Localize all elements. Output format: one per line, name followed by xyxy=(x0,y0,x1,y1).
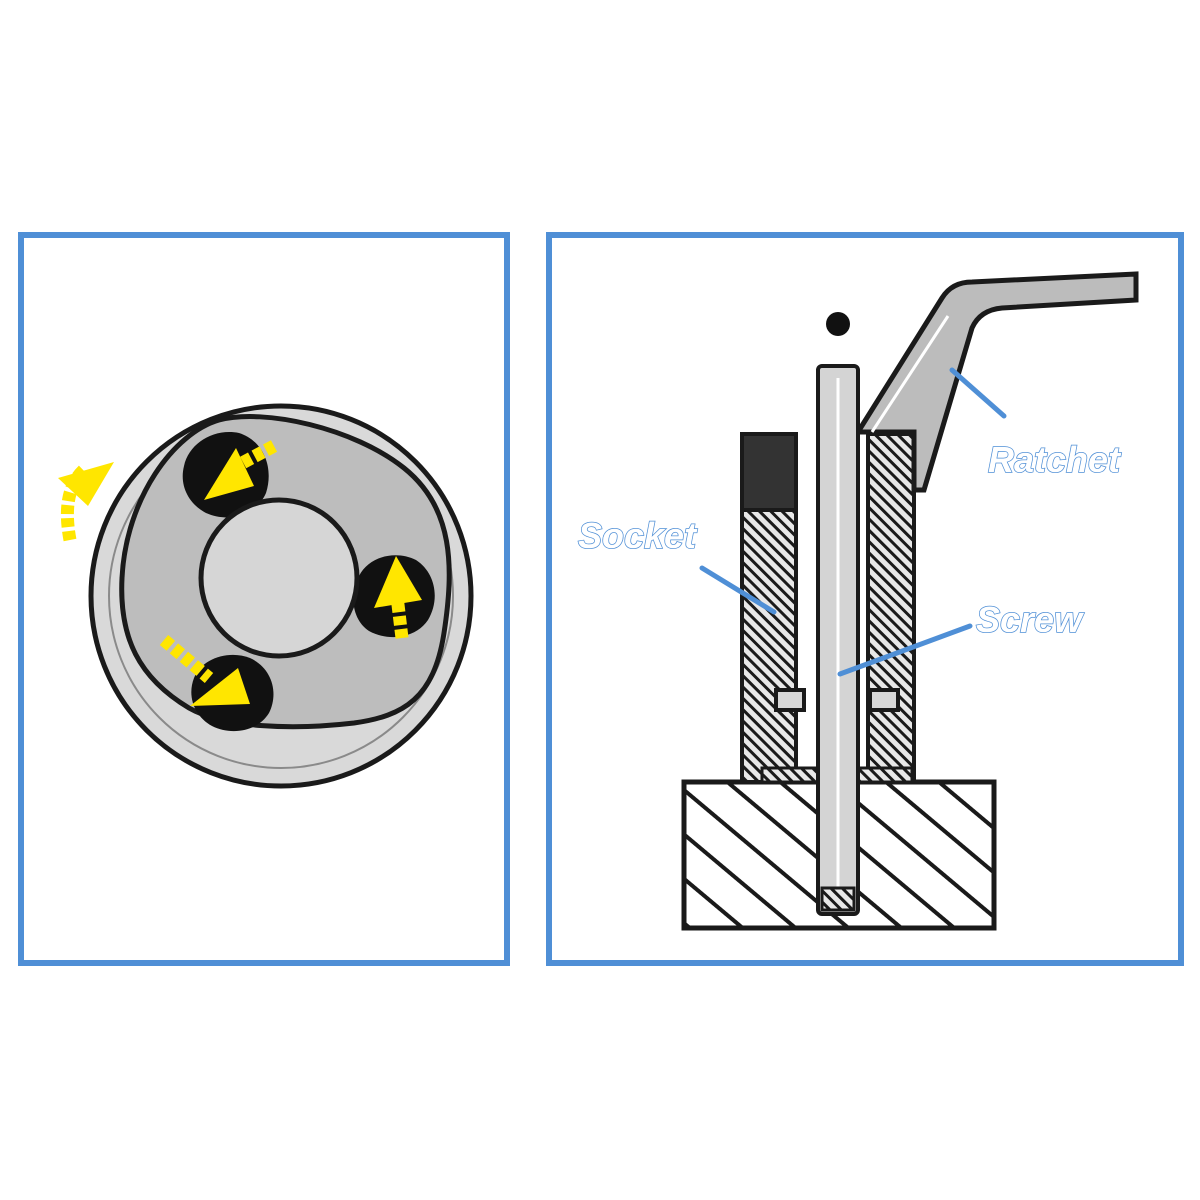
yellow-arrowheads xyxy=(190,448,422,706)
callout-leaders xyxy=(699,367,1007,677)
curved-arrow-icon xyxy=(58,462,114,542)
socket-wall-right xyxy=(866,432,916,784)
screw-label: Screw xyxy=(975,599,1083,640)
three-jaw-socket-icon xyxy=(58,403,474,789)
cross-section-panel: Ratchet Socket Screw xyxy=(546,232,1184,966)
spacer-right xyxy=(868,688,900,712)
screw-tip xyxy=(820,886,856,912)
center-hole xyxy=(198,497,360,659)
ratchet-handle xyxy=(853,271,1139,493)
spacer-left xyxy=(774,688,806,712)
center-mark xyxy=(826,312,850,336)
socket-screw-section-diagram xyxy=(681,271,1139,931)
socket-face-panel xyxy=(18,232,510,966)
ratchet-label: Ratchet xyxy=(987,439,1121,480)
socket-cap-left xyxy=(740,432,798,512)
socket-label: Socket xyxy=(577,515,697,556)
